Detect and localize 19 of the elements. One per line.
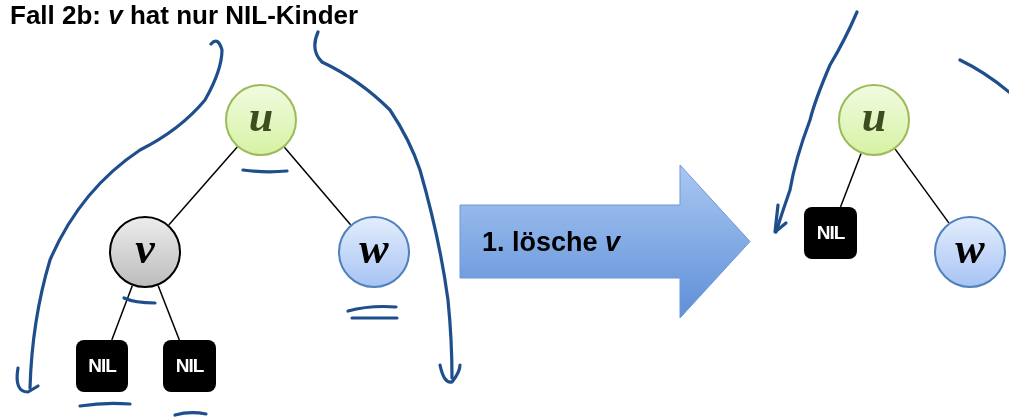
tree-edge-line xyxy=(894,148,950,224)
node-label: v xyxy=(135,227,155,271)
nil-leaf-box xyxy=(76,340,128,392)
node-label: u xyxy=(248,95,274,139)
tree-edge-line xyxy=(839,152,862,208)
node-label: w xyxy=(359,227,389,271)
tree-edge-line xyxy=(111,284,134,341)
arrow-label: 1. lösche v xyxy=(482,226,621,257)
nil-leaf-box xyxy=(804,207,857,259)
nil-label: NIL xyxy=(175,355,204,377)
slide-title: Fall 2b: v hat nur NIL-Kinder xyxy=(10,0,359,31)
nil-leaf-box xyxy=(163,340,216,392)
nil-label: NIL xyxy=(88,355,116,377)
tree-edge-line xyxy=(168,146,238,226)
node-label: u xyxy=(861,95,887,139)
tree-edge-line xyxy=(283,146,352,226)
node-label: w xyxy=(955,227,985,271)
tree-edge-line xyxy=(157,284,181,341)
nil-label: NIL xyxy=(816,222,845,244)
